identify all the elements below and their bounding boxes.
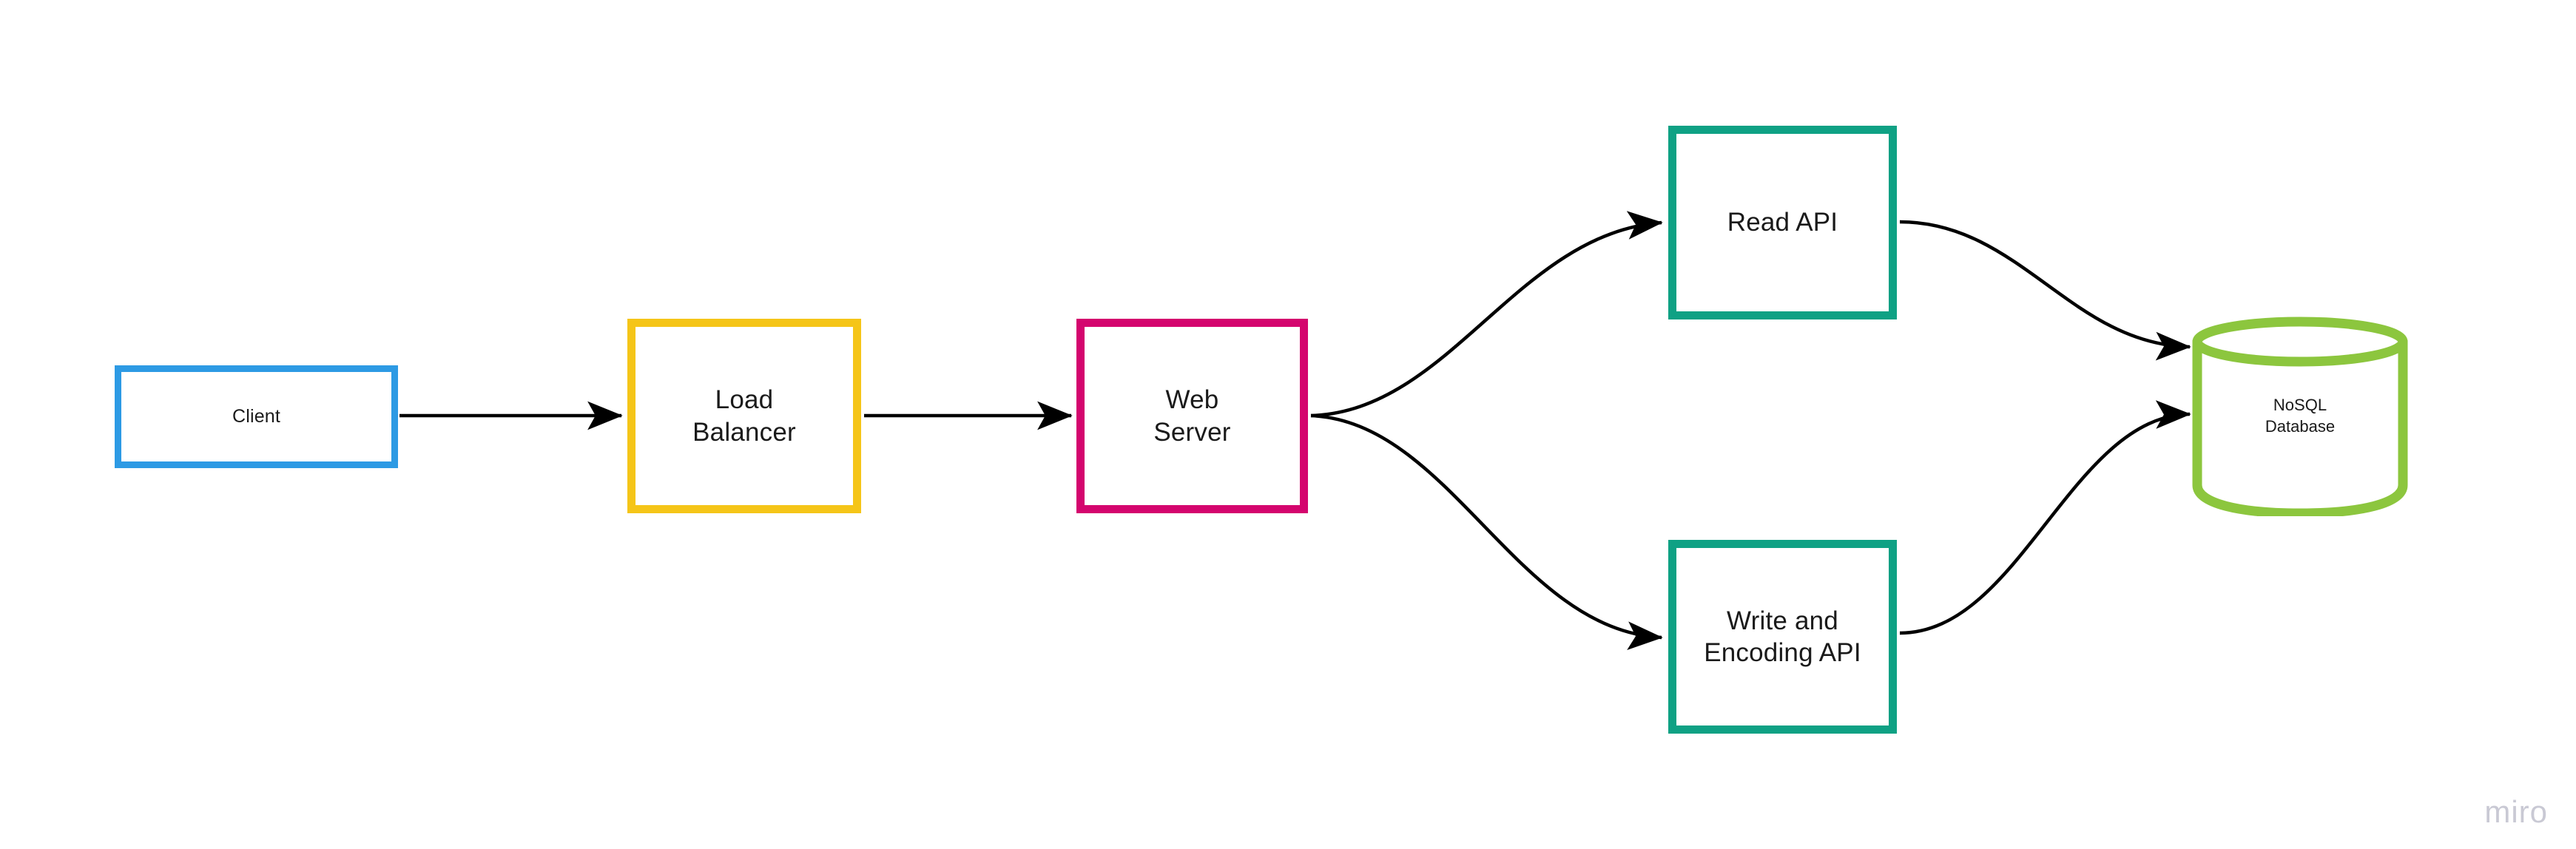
- node-client[interactable]: Client: [115, 365, 398, 468]
- node-nosql-database[interactable]: NoSQL Database: [2191, 317, 2409, 516]
- edge-web-server-to-read-api: [1310, 211, 1663, 418]
- node-write-and-encoding-api-label: Write and Encoding API: [1704, 606, 1861, 667]
- edge-web-server-to-write-api: [1310, 413, 1663, 650]
- database-cylinder-icon: [2192, 317, 2408, 516]
- node-client-label: Client: [232, 406, 281, 427]
- node-web-server-label: Web Server: [1153, 385, 1231, 447]
- node-read-api-label: Read API: [1727, 208, 1838, 237]
- node-nosql-database-label: NoSQL Database: [2265, 396, 2336, 436]
- node-load-balancer-label: Load Balancer: [692, 385, 796, 447]
- edge-write-api-to-database: [1899, 400, 2191, 635]
- node-load-balancer[interactable]: Load Balancer: [627, 319, 861, 513]
- miro-watermark: miro: [2484, 794, 2548, 829]
- node-write-and-encoding-api[interactable]: Write and Encoding API: [1668, 540, 1897, 734]
- node-web-server[interactable]: Web Server: [1076, 319, 1308, 513]
- edge-read-api-to-database: [1899, 220, 2191, 361]
- node-read-api[interactable]: Read API: [1668, 126, 1897, 319]
